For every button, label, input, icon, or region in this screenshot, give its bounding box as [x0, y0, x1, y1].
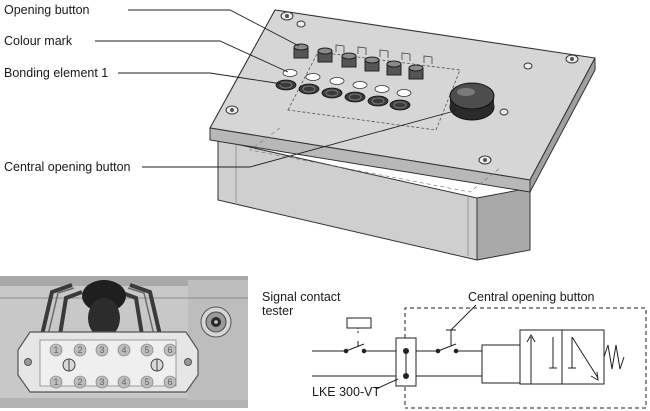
pin-label-bottom: 6 — [167, 377, 172, 387]
pin-label-bottom: 1 — [53, 377, 58, 387]
pin-label-top: 3 — [99, 345, 104, 355]
opening-button[interactable] — [317, 47, 333, 63]
opening-button[interactable] — [341, 52, 357, 68]
central-opening-button[interactable] — [449, 82, 495, 121]
leader-lines — [95, 9, 459, 168]
pin-label-bottom: 3 — [99, 377, 104, 387]
colour-mark — [396, 89, 412, 97]
colour-mark — [329, 77, 345, 85]
screw — [523, 62, 533, 70]
colour-mark — [374, 85, 390, 93]
screw — [225, 105, 239, 115]
label-tester: tester — [262, 304, 294, 318]
pin-label-top: 2 — [77, 345, 82, 355]
bonding-elements — [275, 79, 411, 111]
solenoid — [481, 344, 521, 384]
label-device: LKE 300-VT — [312, 385, 381, 399]
colour-mark — [352, 81, 368, 89]
mounting-screws — [225, 11, 579, 165]
screw — [478, 155, 492, 165]
flag-marks — [335, 44, 433, 64]
label-signal-contact: Signal contact — [262, 290, 341, 304]
screw — [499, 108, 509, 116]
connector-photo: 1 2 3 4 5 6 1 2 3 4 5 6 — [0, 276, 248, 408]
label-colour-mark: Colour mark — [4, 34, 73, 48]
label-bonding-element: Bonding element 1 — [4, 66, 109, 80]
signal-contact-tester — [346, 317, 372, 329]
pin-label-top: 5 — [144, 345, 149, 355]
opening-button[interactable] — [386, 60, 402, 76]
connector-pins-top — [49, 343, 177, 357]
colour-mark — [305, 73, 321, 81]
housing — [217, 139, 531, 261]
bonding-element — [275, 79, 411, 111]
screw — [280, 11, 294, 21]
label-circuit-central-opening-button: Central opening button — [468, 290, 595, 304]
opening-buttons — [293, 43, 424, 80]
opening-button[interactable] — [293, 43, 309, 59]
pin-label-bottom: 5 — [144, 377, 149, 387]
colour-marks — [282, 69, 412, 97]
opening-button[interactable] — [408, 64, 424, 80]
opening-button[interactable] — [364, 56, 380, 72]
screw — [565, 54, 579, 64]
pin-label-bottom: 2 — [77, 377, 82, 387]
screw — [296, 20, 306, 28]
coax-jack — [200, 306, 232, 338]
pin-label-top: 1 — [53, 345, 58, 355]
pin-label-top: 4 — [121, 345, 126, 355]
label-opening-button: Opening button — [4, 3, 90, 17]
label-central-opening-button: Central opening button — [4, 160, 131, 174]
bonding-element-ring — [279, 81, 407, 109]
connector-pins-bottom — [49, 375, 177, 389]
pin-label-top: 6 — [167, 345, 172, 355]
circuit-schematic — [312, 304, 647, 409]
pin-label-bottom: 4 — [121, 377, 126, 387]
